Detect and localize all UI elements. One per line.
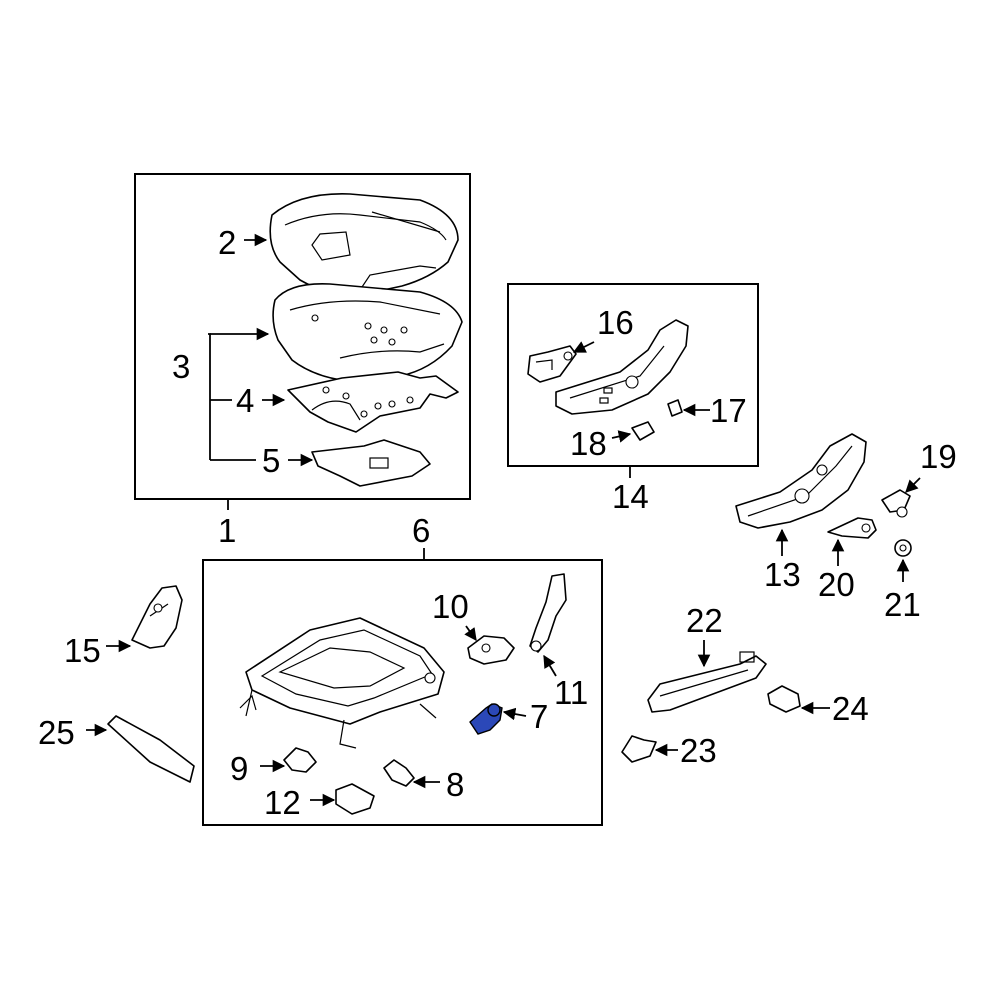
part-22-rail[interactable] xyxy=(647,651,767,713)
callout-7: 7 xyxy=(530,698,548,735)
callout-17: 17 xyxy=(710,392,747,429)
callout-4: 4 xyxy=(236,382,254,419)
part-7-highlighted[interactable] xyxy=(469,703,503,735)
callout-23: 23 xyxy=(680,732,717,769)
part-2-cushion-cover[interactable] xyxy=(269,193,459,297)
callout-22: 22 xyxy=(686,602,723,639)
part-9-sensor[interactable] xyxy=(283,747,317,773)
callout-8: 8 xyxy=(446,766,464,803)
part-10-motor[interactable] xyxy=(467,635,515,665)
part-4-heater-mat[interactable] xyxy=(287,371,459,433)
callout-10: 10 xyxy=(432,588,469,625)
part-12-module[interactable] xyxy=(335,783,375,815)
part-20-lever[interactable] xyxy=(827,517,877,539)
callout-9: 9 xyxy=(230,750,248,787)
part-25-trim[interactable] xyxy=(107,715,195,783)
callout-20: 20 xyxy=(818,566,855,603)
seat-frame xyxy=(239,617,445,749)
part-5-pad-sheet[interactable] xyxy=(311,439,431,487)
part-16-bracket[interactable] xyxy=(527,345,577,383)
part-8-connector[interactable] xyxy=(383,759,415,787)
callout-3: 3 xyxy=(172,348,190,385)
callout-2: 2 xyxy=(218,224,236,261)
callout-14: 14 xyxy=(612,478,649,515)
callout-15: 15 xyxy=(64,632,101,669)
part-13-outer-shield[interactable] xyxy=(735,433,867,529)
callout-16: 16 xyxy=(597,304,634,341)
callout-11: 11 xyxy=(554,674,588,711)
callout-6: 6 xyxy=(412,512,430,549)
part-19-knob[interactable] xyxy=(881,489,911,518)
callout-1: 1 xyxy=(218,512,236,549)
part-17-clip[interactable] xyxy=(667,399,683,417)
part-21-grommet[interactable] xyxy=(894,539,912,557)
callout-19: 19 xyxy=(920,438,957,475)
part-11-cable[interactable] xyxy=(529,573,567,653)
group-box-14 xyxy=(507,283,759,467)
callout-12: 12 xyxy=(264,784,301,821)
part-14-side-shield[interactable] xyxy=(555,319,689,415)
part-15-inner-shield[interactable] xyxy=(131,585,183,649)
group-box-1 xyxy=(134,173,471,500)
callout-21: 21 xyxy=(884,586,921,623)
part-18-cap[interactable] xyxy=(631,421,655,441)
part-23-cover[interactable] xyxy=(621,735,657,763)
part-3-cushion-pad[interactable] xyxy=(272,283,463,383)
callout-5: 5 xyxy=(262,442,280,479)
callout-24: 24 xyxy=(832,690,869,727)
part-24-cover[interactable] xyxy=(767,685,801,713)
callout-18: 18 xyxy=(570,425,607,462)
group-box-6 xyxy=(202,559,603,826)
callout-25: 25 xyxy=(38,714,75,751)
callout-13: 13 xyxy=(764,556,801,593)
